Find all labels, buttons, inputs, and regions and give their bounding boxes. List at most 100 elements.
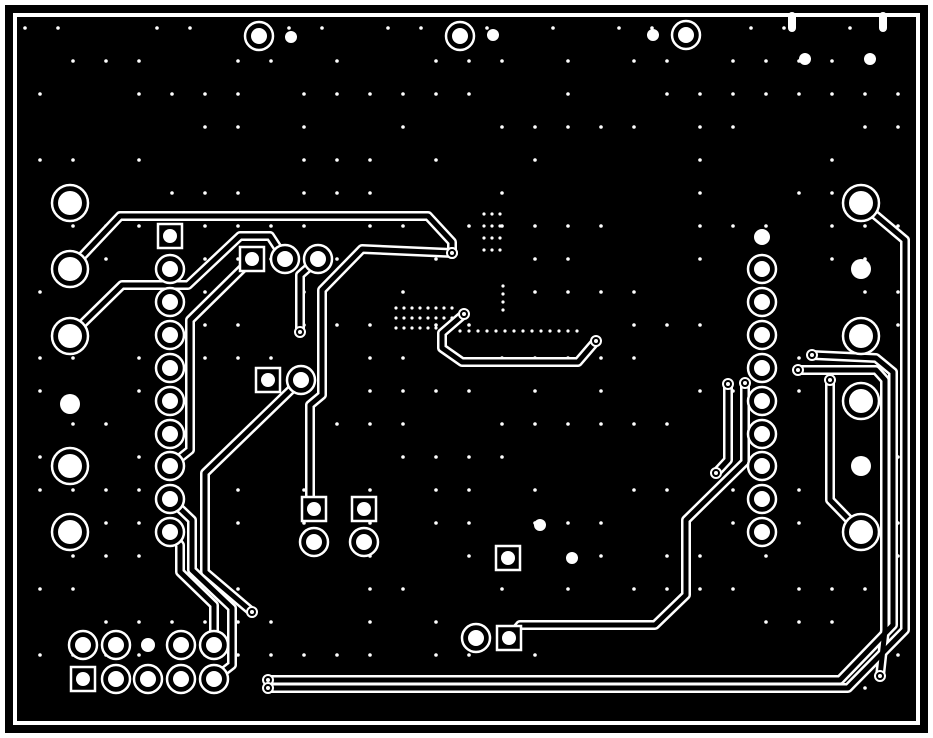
- via: [137, 620, 141, 624]
- via: [38, 455, 42, 459]
- via: [394, 316, 398, 320]
- via: [500, 455, 504, 459]
- via: [302, 224, 306, 228]
- via: [269, 59, 273, 63]
- pad-copper: [849, 389, 873, 413]
- pad-copper: [173, 671, 189, 687]
- via: [539, 329, 543, 333]
- via: [731, 488, 735, 492]
- via: [203, 224, 207, 228]
- via: [566, 59, 570, 63]
- mounting-hole: [851, 456, 871, 476]
- pad-copper: [162, 393, 178, 409]
- pad-copper: [849, 324, 873, 348]
- via: [335, 257, 339, 261]
- via: [434, 316, 438, 320]
- via: [863, 125, 867, 129]
- via: [104, 422, 108, 426]
- via: [368, 389, 372, 393]
- via: [458, 329, 462, 333]
- via: [698, 389, 702, 393]
- via: [203, 125, 207, 129]
- mounting-hole: [487, 29, 499, 41]
- via: [501, 284, 505, 288]
- pad-copper: [754, 261, 770, 277]
- via: [632, 290, 636, 294]
- via: [434, 488, 438, 492]
- pad-copper: [162, 491, 178, 507]
- via: [434, 306, 438, 310]
- via: [302, 158, 306, 162]
- via: [410, 316, 414, 320]
- via-hole: [266, 686, 270, 690]
- pad-copper: [357, 502, 371, 516]
- pad-copper: [162, 458, 178, 474]
- pad-copper: [849, 191, 873, 215]
- board-background: [5, 5, 928, 733]
- via: [302, 653, 306, 657]
- via: [335, 92, 339, 96]
- via: [419, 26, 423, 30]
- via: [632, 323, 636, 327]
- via: [269, 620, 273, 624]
- via: [236, 620, 240, 624]
- via: [410, 306, 414, 310]
- via: [302, 92, 306, 96]
- trace: [795, 367, 888, 679]
- via: [368, 191, 372, 195]
- via: [203, 323, 207, 327]
- trace: [307, 246, 455, 512]
- via: [401, 125, 405, 129]
- mounting-hole: [799, 53, 811, 65]
- via: [434, 455, 438, 459]
- via: [442, 316, 446, 320]
- via-hole: [594, 339, 598, 343]
- via: [782, 26, 786, 30]
- via: [533, 224, 537, 228]
- via: [863, 587, 867, 591]
- via: [566, 290, 570, 294]
- via: [566, 521, 570, 525]
- via: [467, 92, 471, 96]
- via: [394, 306, 398, 310]
- via: [482, 212, 486, 216]
- via: [698, 323, 702, 327]
- via: [500, 191, 504, 195]
- via: [71, 422, 75, 426]
- pads: [50, 12, 887, 695]
- via: [71, 59, 75, 63]
- via: [482, 236, 486, 240]
- via: [434, 620, 438, 624]
- via: [731, 92, 735, 96]
- via: [731, 521, 735, 525]
- via-hole: [714, 471, 718, 475]
- via: [863, 92, 867, 96]
- via: [236, 587, 240, 591]
- via: [599, 422, 603, 426]
- via: [490, 212, 494, 216]
- pad-copper: [173, 637, 189, 653]
- via: [830, 224, 834, 228]
- via: [863, 290, 867, 294]
- pad-copper: [849, 520, 873, 544]
- pad-copper: [58, 257, 82, 281]
- via: [402, 326, 406, 330]
- via: [501, 292, 505, 296]
- via: [401, 356, 405, 360]
- via: [137, 224, 141, 228]
- via: [533, 125, 537, 129]
- via: [401, 587, 405, 591]
- via: [368, 620, 372, 624]
- via: [599, 389, 603, 393]
- via: [533, 290, 537, 294]
- via: [500, 587, 504, 591]
- via: [485, 26, 489, 30]
- via-hole: [796, 368, 800, 372]
- via: [533, 257, 537, 261]
- via: [23, 26, 27, 30]
- via: [368, 158, 372, 162]
- via: [335, 323, 339, 327]
- via: [137, 356, 141, 360]
- via: [566, 92, 570, 96]
- via: [896, 92, 900, 96]
